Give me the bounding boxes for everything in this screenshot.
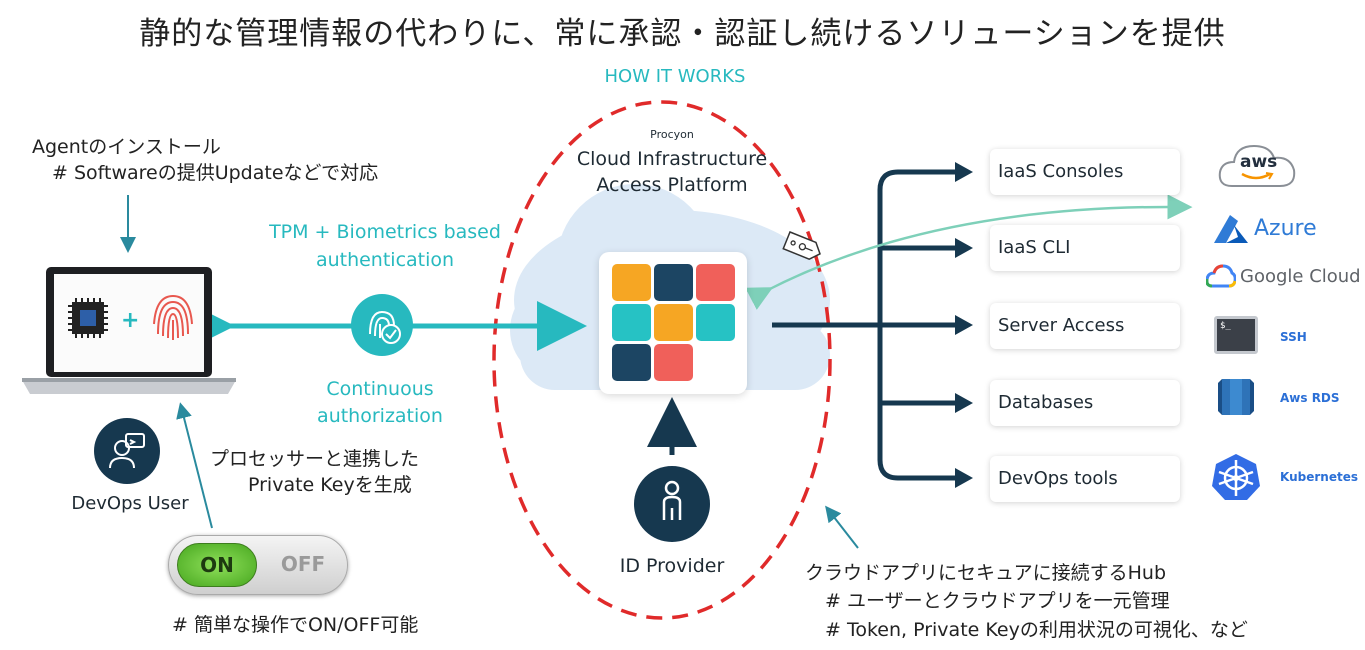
- cpu-chip-icon: [68, 298, 108, 338]
- devops-user-badge: [94, 418, 160, 484]
- kubernetes-text: Kubernetes: [1280, 470, 1358, 484]
- tile: [612, 304, 651, 341]
- google-cloud-text: Google Cloud: [1240, 266, 1361, 287]
- tile: [654, 344, 693, 381]
- toggle-arrow: [176, 402, 213, 529]
- kubernetes-icon: [1212, 454, 1260, 500]
- terminal-prompt: $_: [1220, 321, 1231, 331]
- service-databases: Databases: [990, 380, 1180, 426]
- tile: [612, 344, 651, 381]
- how-it-works-label: HOW IT WORKS: [604, 66, 746, 87]
- user-chat-icon: [109, 433, 145, 469]
- hub-note-line2: # ユーザーとクラウドアプリを一元管理: [825, 590, 1170, 612]
- service-devops-tools: DevOps tools: [990, 456, 1180, 502]
- fingerprint-check-icon: [369, 310, 401, 344]
- id-provider-badge: [634, 466, 710, 542]
- person-icon: [662, 480, 682, 520]
- tile: [696, 304, 735, 341]
- agent-note-line1: Agentのインストール: [32, 136, 221, 158]
- service-iaas-consoles: IaaS Consoles: [990, 149, 1180, 195]
- service-server-access: Server Access: [990, 303, 1180, 349]
- rds-text: Aws RDS: [1280, 391, 1340, 405]
- azure-icon: [1214, 215, 1248, 243]
- private-key-note-line2: Private Keyを生成: [248, 474, 412, 496]
- service-iaas-cli: IaaS CLI: [990, 225, 1180, 271]
- terminal-icon: $_: [1214, 316, 1258, 354]
- aws-logo: aws: [1216, 138, 1300, 194]
- toggle-note: # 簡単な操作でON/OFF可能: [172, 614, 419, 636]
- auth-label-line2: authentication: [315, 249, 455, 271]
- agent-note-line2: # Softwareの提供Updateなどで対応: [52, 162, 379, 184]
- id-provider-label: ID Provider: [619, 555, 725, 577]
- hub-note-line3: # Token, Private Keyの利用状況の可視化、など: [825, 619, 1248, 641]
- on-off-toggle[interactable]: ON OFF: [168, 535, 348, 595]
- aws-cloud-icon: [1218, 144, 1296, 187]
- private-key-note-line1: プロセッサーと連携した: [210, 448, 420, 470]
- key-tag-icon: [782, 231, 821, 260]
- tile: [696, 264, 735, 301]
- ssh-text: SSH: [1280, 330, 1307, 344]
- page-title: 静的な管理情報の代わりに、常に承認・認証し続けるソリューションを提供: [139, 16, 1226, 52]
- platform-boundary: [492, 100, 832, 620]
- platform-brand: Procyon: [650, 128, 694, 141]
- toggle-off[interactable]: OFF: [280, 552, 326, 576]
- continuous-line2: authorization: [317, 405, 443, 427]
- service-connectors: [772, 169, 955, 481]
- platform-line2: Access Platform: [596, 174, 748, 196]
- hub-note-line1: クラウドアプリにセキュアに接続するHub: [805, 562, 1167, 584]
- aws-text: aws: [1240, 152, 1278, 172]
- platform-line1: Cloud Infrastructure: [576, 148, 768, 170]
- fingerprint-icon: [153, 294, 193, 340]
- auth-label-line1: TPM + Biometrics based: [269, 221, 501, 243]
- devops-user-label: DevOps User: [71, 493, 189, 514]
- tile: [654, 304, 693, 341]
- key-flow-arrow: [745, 194, 1193, 310]
- platform-card: [599, 252, 747, 394]
- aws-smile-icon: [1241, 172, 1274, 180]
- toggle-on[interactable]: ON: [177, 543, 257, 587]
- plus-sign: +: [121, 308, 140, 333]
- azure-text: Azure: [1254, 216, 1317, 241]
- continuous-line1: Continuous: [326, 378, 434, 400]
- laptop: +: [18, 262, 240, 404]
- biometric-badge: [351, 294, 413, 356]
- google-cloud-icon: [1206, 264, 1236, 288]
- tile: [654, 264, 693, 301]
- tile: [612, 264, 651, 301]
- database-icon: [1218, 379, 1254, 415]
- hub-note-arrow: [825, 505, 859, 549]
